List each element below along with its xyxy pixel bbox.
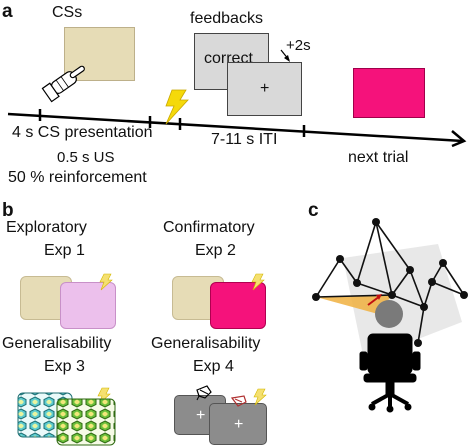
exp4-lightning-icon [253,388,267,406]
exp2-title: Confirmatory [163,219,255,236]
pointing-hand-icon [41,65,85,103]
exp1-cs-plus-card [60,282,116,329]
fixation-cross: + [260,80,270,97]
us-label: 0.5 s US [57,149,115,166]
exp2-lightning-icon [251,273,265,291]
panel-c-letter: c [308,200,319,221]
panel-b-letter: b [2,200,14,221]
exp3-label: Exp 3 [44,358,85,375]
panel-a-letter: a [2,1,13,22]
feedback-screen-fixation: + [227,62,302,116]
next-trial-cs-square [353,68,425,118]
scene-shadow-plane [343,244,462,360]
iti-label: 7-11 s ITI [211,131,278,148]
cs-presentation-label: 4 s CS presentation [12,124,153,141]
exp4-card-front: + [209,403,267,445]
exp2-cs-plus-card [210,282,266,329]
exp4-fixation-front: + [234,416,244,433]
next-trial-label: next trial [348,149,409,166]
timeline-arrowhead [451,130,467,148]
exp1-label: Exp 1 [44,242,85,259]
us-lightning-icon [165,89,189,125]
cs-label: CSs [52,4,83,21]
gaze-cone [316,295,392,314]
reinforcement-label: 50 % reinforcement [8,169,147,186]
person-head [375,300,403,328]
exp3-cs-plus-card [56,398,116,446]
timeline-axis [7,112,464,143]
exp1-title: Exploratory [6,219,87,236]
plus-2s-label: +2s [286,37,311,54]
exp4-title: Generalisability [151,335,261,352]
network-nodes [312,218,468,347]
exp4-fixation-back: + [196,407,206,424]
exp2-label: Exp 2 [195,242,236,259]
network-graph [315,221,465,344]
office-chair-icon [359,333,421,413]
feedbacks-label: feedbacks [190,10,263,27]
exp3-title: Generalisability [2,335,112,352]
exp4-label: Exp 4 [193,358,234,375]
exp4-creature-icon-black [196,385,212,401]
gaze-arrow-icon [367,294,382,306]
exp4-creature-icon-red [230,395,247,407]
cs-stimulus-square [64,27,135,81]
exp1-lightning-icon [99,273,113,291]
